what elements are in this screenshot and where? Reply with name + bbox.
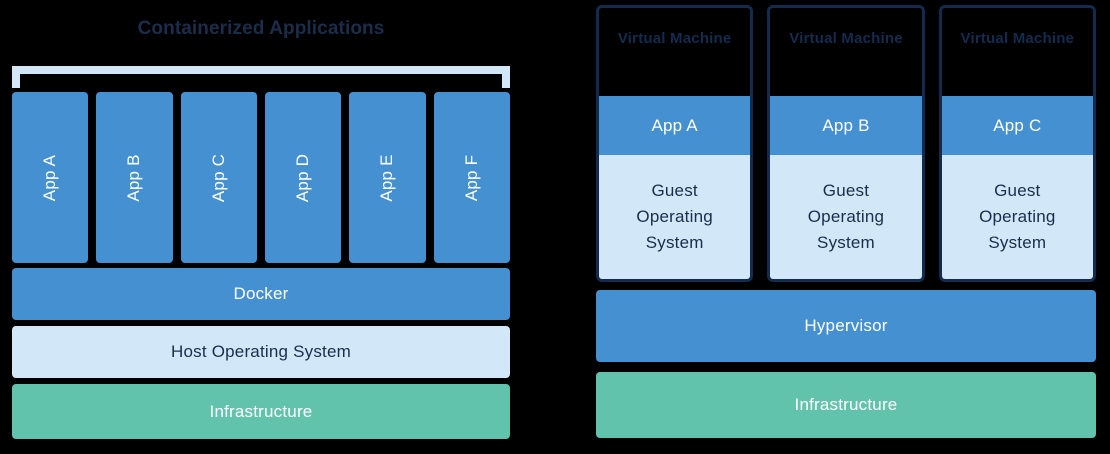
vm-guest-os-band[interactable]: Guest Operating System	[770, 155, 922, 279]
vm-app-band[interactable]: App B	[770, 96, 922, 155]
bracket-leg-right	[502, 66, 510, 88]
container-app-box[interactable]: App F	[433, 92, 510, 263]
container-app-label: App A	[40, 154, 60, 201]
layer-hypervisor[interactable]: Hypervisor	[596, 290, 1096, 362]
vm-box[interactable]: Virtual Machine App B Guest Operating Sy…	[767, 5, 925, 282]
container-app-label: App D	[293, 153, 313, 202]
container-apps-row: App A App B App C App D App E App F	[12, 92, 510, 263]
bracket-leg-left	[12, 66, 20, 88]
container-bracket	[12, 66, 510, 88]
vm-app-band[interactable]: App A	[599, 96, 751, 155]
container-app-label: App E	[377, 153, 397, 202]
container-app-box[interactable]: App D	[264, 92, 342, 263]
layer-host-operating-system[interactable]: Host Operating System	[12, 326, 510, 378]
vm-row: Virtual Machine App A Guest Operating Sy…	[596, 5, 1096, 282]
virtual-machines-panel: Virtual Machine App A Guest Operating Sy…	[596, 0, 1110, 454]
vm-title: Virtual Machine	[617, 30, 732, 47]
container-app-label: App F	[461, 154, 481, 201]
layer-infrastructure-vms[interactable]: Infrastructure	[596, 372, 1096, 438]
container-app-label: App B	[124, 153, 144, 202]
vm-box[interactable]: Virtual Machine App A Guest Operating Sy…	[596, 5, 754, 282]
container-app-box[interactable]: App E	[349, 92, 426, 263]
bracket-bar	[12, 66, 510, 74]
vm-title: Virtual Machine	[960, 30, 1075, 47]
vm-box[interactable]: Virtual Machine App C Guest Operating Sy…	[938, 5, 1096, 282]
container-app-box[interactable]: App B	[96, 92, 173, 263]
layer-docker[interactable]: Docker	[12, 268, 510, 320]
vm-guest-os-band[interactable]: Guest Operating System	[599, 155, 751, 279]
container-app-box[interactable]: App C	[180, 92, 257, 263]
layer-infrastructure-containers[interactable]: Infrastructure	[12, 384, 510, 439]
containers-panel: Containerized Applications App A App B A…	[12, 18, 510, 439]
vm-title: Virtual Machine	[789, 30, 903, 47]
container-app-label: App C	[208, 153, 228, 202]
page-title: Containerized Applications	[137, 18, 385, 39]
vm-guest-os-band[interactable]: Guest Operating System	[941, 155, 1093, 279]
container-app-box[interactable]: App A	[12, 92, 89, 263]
vm-app-band[interactable]: App C	[941, 96, 1093, 155]
